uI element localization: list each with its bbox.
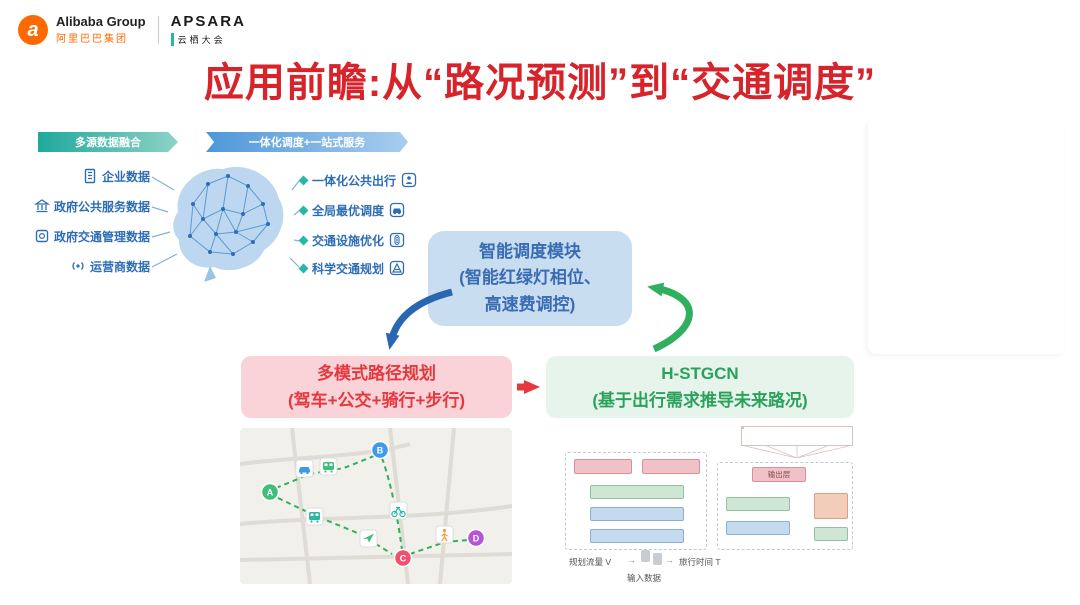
apsara-conference-cn: 云栖大会 [170, 32, 246, 46]
scheduling-box-title: 智能调度模块 [479, 241, 581, 261]
gated-conv-box [574, 459, 632, 474]
brain-stem [204, 266, 216, 282]
service-label: 科学交通规划 [312, 261, 385, 276]
header-logos: a Alibaba Group 阿里巴巴集团 APSARA 云栖大会 [18, 10, 246, 50]
hstgcn-box: H-STGCN (基于出行需求推导未来路况) [546, 356, 854, 418]
map-streets [240, 428, 512, 584]
temporal-block-group [565, 452, 707, 550]
marker-a-label: A [267, 488, 274, 498]
graph-conv-box [726, 497, 790, 511]
logo-divider [157, 16, 159, 44]
map-marker-a: A [260, 482, 280, 502]
database-icon [641, 550, 650, 562]
feature-box [590, 529, 684, 543]
car-icon [389, 202, 405, 218]
service-item: 科学交通规划 [298, 258, 405, 278]
public-service-data-icon [33, 198, 50, 214]
enterprise-data-icon [82, 168, 98, 184]
blank-panel [868, 118, 1064, 354]
flow-arrow-icon: → [627, 555, 636, 565]
routing-box-subtitle: (驾车+公交+骑行+步行) [287, 391, 466, 410]
diamond-bullet-icon [298, 205, 309, 215]
diamond-bullet-icon [298, 263, 309, 273]
alibaba-logo-icon: a [18, 15, 48, 45]
alibaba-group-cn: 阿里巴巴集团 [56, 33, 128, 45]
hstgcn-architecture-figure: 输出层 规划流量 V → → 旅行时间 T 输入数据 [565, 424, 857, 592]
scheduling-box-line2: (智能红绿灯相位、 [459, 268, 601, 288]
public-transit-icon [401, 172, 417, 188]
data-source-item: 企业数据 [26, 166, 150, 186]
service-item: 全局最优调度 [298, 200, 405, 220]
alibaba-group-wordmark: Alibaba Group 阿里巴巴集团 [56, 14, 146, 45]
arrow-hstgcn-to-scheduling [647, 282, 693, 353]
car-chip-icon [295, 459, 314, 478]
data-source-label: 企业数据 [101, 169, 150, 184]
flow-arrow-icon: → [665, 555, 674, 565]
fan-lines [744, 446, 850, 458]
attention-grid [741, 426, 853, 446]
bus-chip-icon [319, 457, 338, 476]
map-marker-d: D [466, 528, 486, 548]
multimodal-routing-box: 多模式路径规划 (驾车+公交+骑行+步行) [241, 356, 512, 418]
service-label: 交通设施优化 [312, 233, 385, 248]
hstgcn-box-subtitle: (基于出行需求推导未来路况) [592, 391, 808, 410]
apsara-conference-en: APSARA [170, 13, 246, 31]
service-item: 交通设施优化 [298, 230, 405, 250]
data-source-label: 政府公共服务数据 [53, 199, 150, 214]
diamond-bullet-icon [298, 175, 309, 185]
operator-data-icon [70, 258, 86, 274]
hstgcn-box-title: H-STGCN [661, 363, 739, 383]
bike-chip-icon [389, 501, 408, 520]
scheduling-module-box: 智能调度模块 (智能红绿灯相位、 高速费调控) [428, 231, 632, 326]
map-marker-c: C [393, 548, 413, 568]
service-label: 一体化公共出行 [312, 173, 397, 188]
traffic-management-data-icon [34, 228, 50, 244]
routing-box-title: 多模式路径规划 [317, 363, 436, 383]
ribbon-integrated-service: 一体化调度+一站式服务 [206, 132, 408, 152]
input-data-label: 输入数据 [627, 573, 662, 583]
plane-chip-icon [359, 529, 378, 548]
pedestrian-chip-icon [435, 525, 454, 544]
marker-d-label: D [473, 534, 480, 544]
alibaba-group-en: Alibaba Group [56, 14, 146, 30]
apsara-wordmark: APSARA 云栖大会 [170, 13, 246, 46]
gated-conv-box [642, 459, 700, 474]
data-source-item: 政府公共服务数据 [26, 196, 150, 216]
ribbon-multisource-data: 多源数据融合 [38, 132, 178, 152]
output-layer-label: 输出层 [767, 470, 791, 479]
service-label: 全局最优调度 [312, 203, 385, 218]
data-source-item: 运营商数据 [26, 256, 150, 276]
traffic-light-icon [389, 232, 405, 248]
data-source-label: 运营商数据 [89, 259, 150, 274]
database-icon [653, 553, 662, 565]
brain-network-illustration [173, 166, 284, 282]
service-item: 一体化公共出行 [298, 170, 417, 190]
output-block-group: 输出层 [717, 462, 853, 550]
feature-box [726, 521, 790, 535]
fusion-box [814, 493, 848, 519]
marker-c-label: C [400, 554, 407, 564]
travel-time-label: 旅行时间 T [679, 557, 721, 567]
marker-b-label: B [377, 446, 384, 456]
scheduling-box-line3: 高速费调控) [484, 294, 576, 314]
feature-box [590, 507, 684, 521]
slide-title: 应用前瞻:从“路况预测”到“交通调度” [203, 61, 877, 105]
bus2-chip-icon [305, 507, 324, 526]
route-planning-map: A B C D [240, 428, 512, 584]
input-flow-label: 规划流量 V [569, 557, 612, 567]
diamond-bullet-icon [298, 235, 309, 245]
graph-conv-box [590, 485, 684, 499]
brain-mesh-nodes [188, 174, 270, 256]
map-marker-b: B [370, 440, 390, 460]
aux-box [814, 527, 848, 541]
planning-icon [389, 260, 405, 276]
data-source-item: 政府交通管理数据 [26, 226, 150, 246]
data-source-label: 政府交通管理数据 [53, 229, 150, 244]
output-layer-box: 输出层 [752, 467, 806, 482]
